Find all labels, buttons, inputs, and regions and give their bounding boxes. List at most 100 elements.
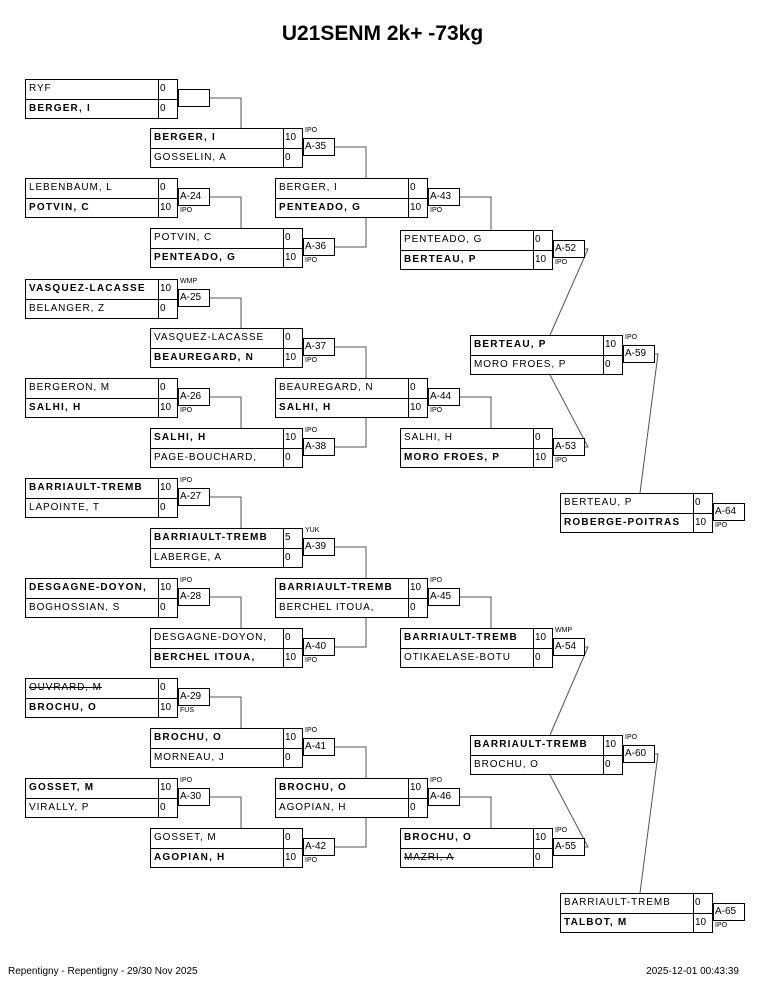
match-number-label[interactable]: A-36 bbox=[303, 238, 335, 256]
competitor-score: 0 bbox=[283, 829, 302, 848]
match-number-label[interactable]: A-35 bbox=[303, 138, 335, 156]
match-number-label[interactable]: A-54 bbox=[553, 638, 585, 656]
competitor-name: PENTEADO, G bbox=[279, 202, 362, 213]
competitor-name: BOGHOSSIAN, S bbox=[29, 602, 121, 613]
match-number-label[interactable]: A-46 bbox=[428, 788, 460, 806]
match-number-label[interactable]: A-24 bbox=[178, 188, 210, 206]
match-number-label[interactable]: A-28 bbox=[178, 588, 210, 606]
match-number-label[interactable]: A-45 bbox=[428, 588, 460, 606]
page-title: U21SENM 2k+ -73kg bbox=[281, 22, 484, 45]
match-number-label[interactable]: A-37 bbox=[303, 338, 335, 356]
competitor-score: 10 bbox=[408, 779, 427, 798]
win-method-note: IPO bbox=[715, 522, 728, 529]
match-number-label[interactable]: A-26 bbox=[178, 388, 210, 406]
match-number-label[interactable]: A-52 bbox=[553, 240, 585, 258]
match-number-label[interactable]: A-41 bbox=[303, 738, 335, 756]
competitor-score: 10 bbox=[693, 514, 712, 533]
competitor-score: 10 bbox=[158, 779, 177, 798]
win-method-note: IPO bbox=[180, 407, 193, 414]
match-number-label[interactable]: A-25 bbox=[178, 289, 210, 307]
competitor-row[interactable]: ROBERGE-POITRAS 10 bbox=[561, 513, 712, 533]
win-method-note: IPO bbox=[430, 207, 443, 214]
match-number-label[interactable]: A-55 bbox=[553, 838, 585, 856]
match-number-label[interactable]: A-59 bbox=[623, 345, 655, 363]
win-method-note: IPO bbox=[180, 477, 193, 484]
competitor-name: ROBERGE-POITRAS bbox=[564, 517, 681, 528]
match-number-label[interactable]: A-64 bbox=[713, 503, 745, 521]
match-number-label[interactable] bbox=[178, 89, 210, 107]
match-number-label[interactable]: A-60 bbox=[623, 745, 655, 763]
match-number-label[interactable]: A-38 bbox=[303, 438, 335, 456]
competitor-row[interactable]: PAGE-BOUCHARD,0 bbox=[151, 448, 302, 468]
competitor-row[interactable]: DESGAGNE-DOYON,0 bbox=[151, 629, 302, 648]
competitor-row[interactable]: BERCHEL ITOUA,10 bbox=[151, 648, 302, 668]
competitor-score: 10 bbox=[158, 199, 177, 218]
match-number-label[interactable]: A-30 bbox=[178, 788, 210, 806]
match-number-label[interactable]: A-65 bbox=[713, 903, 745, 921]
match-number-label[interactable]: A-29 bbox=[178, 688, 210, 706]
match-number-label[interactable]: A-43 bbox=[428, 188, 460, 206]
match-number-label[interactable]: A-53 bbox=[553, 438, 585, 456]
competitor-row[interactable]: GOSSET, M 0 bbox=[151, 829, 302, 848]
match-number-label[interactable]: A-40 bbox=[303, 638, 335, 656]
match-number-label[interactable]: A-27 bbox=[178, 488, 210, 506]
match-number-label[interactable]: A-44 bbox=[428, 388, 460, 406]
competitor-row[interactable]: BERCHEL ITOUA,0 bbox=[276, 598, 427, 618]
competitor-name: GOSSET, M bbox=[154, 832, 217, 843]
win-method-note: IPO bbox=[305, 857, 318, 864]
match-number-label[interactable]: A-42 bbox=[303, 838, 335, 856]
competitor-row[interactable]: DESGAGNE-DOYON,10 bbox=[26, 579, 177, 598]
match-number-label[interactable]: A-39 bbox=[303, 538, 335, 556]
